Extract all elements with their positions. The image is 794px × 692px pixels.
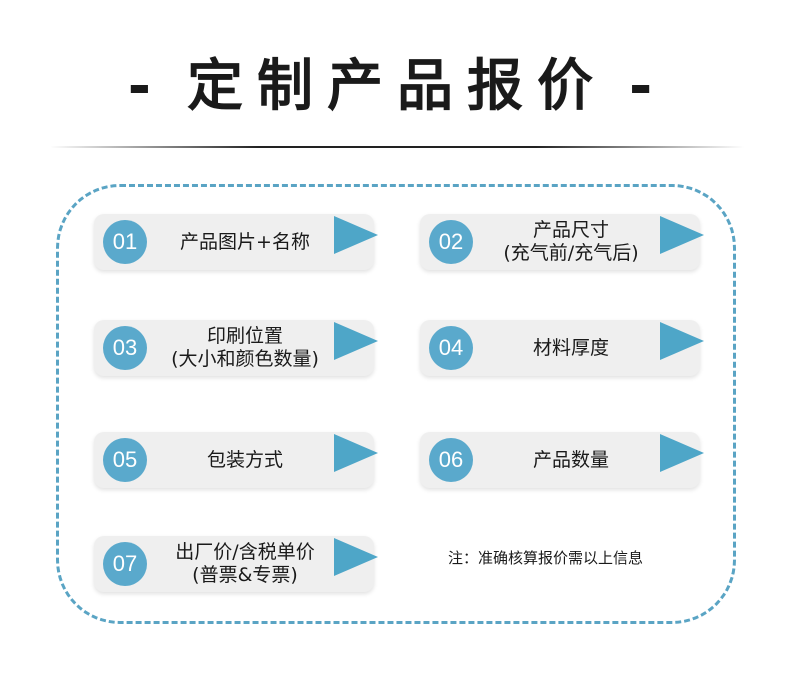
item-number-badge: 02 <box>429 220 473 264</box>
play-arrow-icon <box>334 322 378 360</box>
play-arrow-icon <box>334 538 378 576</box>
item-label: 产品数量 <box>476 432 666 488</box>
item-label: 印刷位置 (大小和颜色数量) <box>150 320 340 376</box>
item-label-line: 产品数量 <box>532 448 609 471</box>
item-label: 产品尺寸 (充气前/充气后) <box>476 214 666 270</box>
item-number-badge: 06 <box>429 438 473 482</box>
play-arrow-icon <box>660 322 704 360</box>
item-number-badge: 03 <box>103 326 147 370</box>
play-arrow-icon <box>334 434 378 472</box>
item-label-line: 包装方式 <box>206 448 283 471</box>
play-arrow-icon <box>660 216 704 254</box>
dashed-frame <box>56 184 736 624</box>
item-label-line: (普票&专票) <box>192 564 298 586</box>
item-number-badge: 01 <box>103 220 147 264</box>
item-number-badge: 04 <box>429 326 473 370</box>
title-divider <box>50 146 744 148</box>
item-label-line: 出厂价/含税单价 <box>175 541 315 563</box>
item-number-badge: 07 <box>103 542 147 586</box>
play-arrow-icon <box>660 434 704 472</box>
item-label: 包装方式 <box>150 432 340 488</box>
play-arrow-icon <box>334 216 378 254</box>
item-label-line: (大小和颜色数量) <box>171 348 319 370</box>
item-label-line: 材料厚度 <box>532 336 609 359</box>
item-label: 出厂价/含税单价 (普票&专票) <box>150 536 340 592</box>
item-label: 材料厚度 <box>476 320 666 376</box>
item-label-line: (充气前/充气后) <box>503 242 639 264</box>
footnote: 注：准确核算报价需以上信息 <box>448 549 644 567</box>
title-dash-right: - <box>629 54 667 119</box>
title-text: 定制产品报价 <box>187 54 607 119</box>
title-dash-left: - <box>127 54 165 119</box>
page-title: -定制产品报价- <box>0 52 794 122</box>
item-label-line: 印刷位置 <box>206 325 283 347</box>
item-label-line: 产品图片+名称 <box>180 230 310 253</box>
item-label-line: 产品尺寸 <box>532 219 609 241</box>
item-number-badge: 05 <box>103 438 147 482</box>
item-label: 产品图片+名称 <box>150 214 340 270</box>
